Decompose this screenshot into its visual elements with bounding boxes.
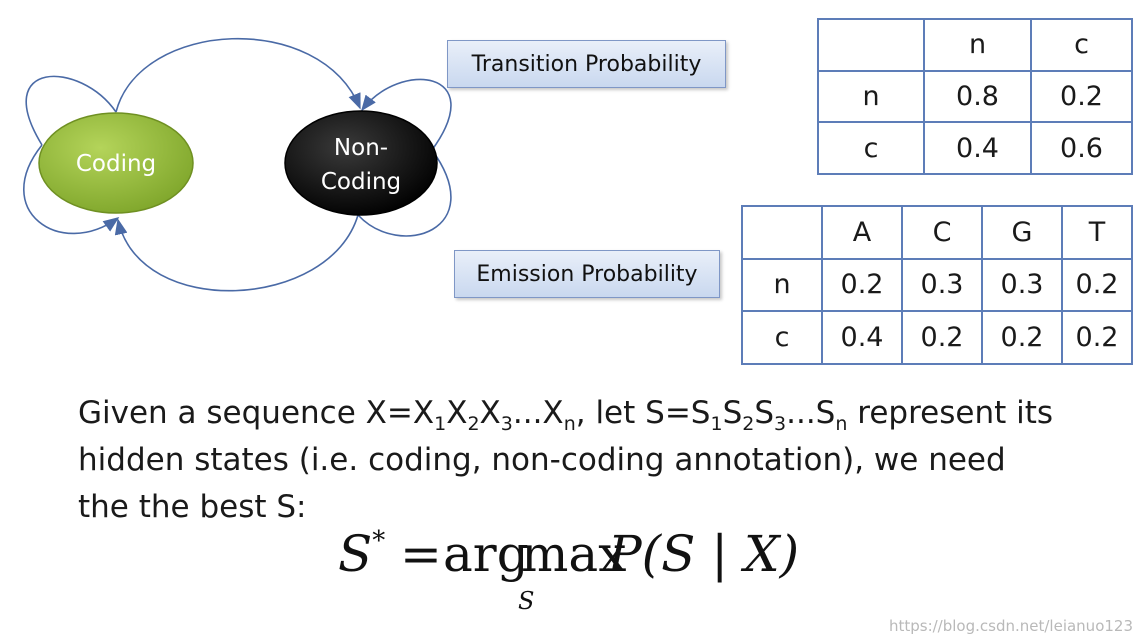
- table-cell: n: [817, 69, 925, 124]
- text-fragment: Given a sequence X=X: [78, 395, 435, 431]
- table-cell: 0.3: [981, 257, 1063, 313]
- formula-max: max: [521, 525, 627, 583]
- table-header-cell: T: [1061, 205, 1133, 260]
- formula-arg: arg: [443, 525, 529, 583]
- text-fragment: , let S=S: [575, 395, 711, 431]
- text-line-2: hidden states (i.e. coding, non-coding a…: [78, 442, 1006, 478]
- table-cell: n: [741, 257, 823, 313]
- table-row: n 0.8 0.2: [817, 69, 1133, 124]
- table-cell: 0.2: [981, 310, 1063, 365]
- table-cell: 0.2: [901, 310, 983, 365]
- table-cell: 0.2: [1061, 257, 1133, 313]
- text-line-3: the the best S:: [78, 489, 307, 525]
- table-cell: 0.4: [923, 121, 1032, 175]
- table-cell: c: [741, 310, 823, 365]
- table-header-cell: [817, 18, 925, 72]
- table-cell: 0.2: [1061, 310, 1133, 365]
- table-header-row: A C G T: [741, 205, 1133, 260]
- table-header-cell: A: [821, 205, 903, 260]
- table-row: n 0.2 0.3 0.3 0.2: [741, 257, 1133, 313]
- subscript: 2: [467, 413, 480, 435]
- subscript: 1: [434, 413, 447, 435]
- table-cell: 0.4: [821, 310, 903, 365]
- coding-self-loop-return: [22, 144, 120, 235]
- table-row: c 0.4 0.6: [817, 121, 1133, 175]
- noncoding-to-coding-arrow: [114, 214, 359, 292]
- text-fragment: S: [722, 395, 743, 431]
- argmax-formula: S* = arg max S P(S | X): [338, 525, 838, 625]
- table-cell: 0.8: [923, 69, 1032, 124]
- text-fragment: represent its: [847, 395, 1054, 431]
- text-fragment: X: [446, 395, 468, 431]
- noncoding-state-label-line2: Coding: [321, 169, 401, 195]
- text-fragment: S: [754, 395, 775, 431]
- subscript: 3: [774, 413, 787, 435]
- coding-state-label: Coding: [76, 151, 156, 177]
- subscript: n: [835, 413, 848, 435]
- emission-table: A C G T n 0.2 0.3 0.3 0.2 c 0.4 0.2 0.2 …: [741, 205, 1133, 365]
- table-cell: c: [817, 121, 925, 175]
- coding-state: [38, 112, 194, 214]
- formula-star: *: [372, 526, 386, 556]
- emission-probability-label: Emission Probability: [454, 250, 720, 298]
- table-header-cell: n: [923, 18, 1032, 72]
- formula-max-subscript: S: [518, 587, 535, 615]
- subscript: 3: [500, 413, 513, 435]
- transition-probability-label: Transition Probability: [447, 40, 726, 88]
- table-header-cell: G: [981, 205, 1063, 260]
- table-header-cell: c: [1030, 18, 1133, 72]
- description-text: Given a sequence X=X1X2X3...Xn, let S=S1…: [78, 390, 1128, 531]
- subscript: 1: [710, 413, 723, 435]
- formula-lhs: S*: [338, 525, 386, 583]
- transition-table: n c n 0.8 0.2 c 0.4 0.6: [817, 18, 1133, 175]
- coding-to-noncoding-arrow: [115, 37, 361, 113]
- state-diagram: Coding Non- Coding: [22, 37, 452, 292]
- table-header-row: n c: [817, 18, 1133, 72]
- text-fragment: ...S: [786, 395, 836, 431]
- table-header-cell: [741, 205, 823, 260]
- table-cell: 0.2: [1030, 69, 1133, 124]
- formula-equals: =: [400, 525, 442, 583]
- formula-rhs: P(S | X): [608, 525, 800, 583]
- table-cell: 0.2: [821, 257, 903, 313]
- noncoding-state-label-line1: Non-: [334, 135, 388, 161]
- table-row: c 0.4 0.2 0.2 0.2: [741, 310, 1133, 365]
- table-cell: 0.6: [1030, 121, 1133, 175]
- text-line-1: Given a sequence X=X1X2X3...Xn, let S=S1…: [78, 390, 1128, 437]
- text-fragment: ...X: [512, 395, 564, 431]
- coding-self-loop-arrow: [25, 75, 117, 146]
- subscript: 2: [742, 413, 755, 435]
- table-cell: 0.3: [901, 257, 983, 313]
- noncoding-state: [284, 110, 438, 216]
- table-header-cell: C: [901, 205, 983, 260]
- noncoding-self-loop-return: [357, 149, 452, 237]
- watermark: https://blog.csdn.net/leianuo123: [888, 617, 1133, 635]
- subscript: n: [563, 413, 576, 435]
- noncoding-self-loop-arrow: [361, 78, 452, 151]
- text-fragment: X: [479, 395, 501, 431]
